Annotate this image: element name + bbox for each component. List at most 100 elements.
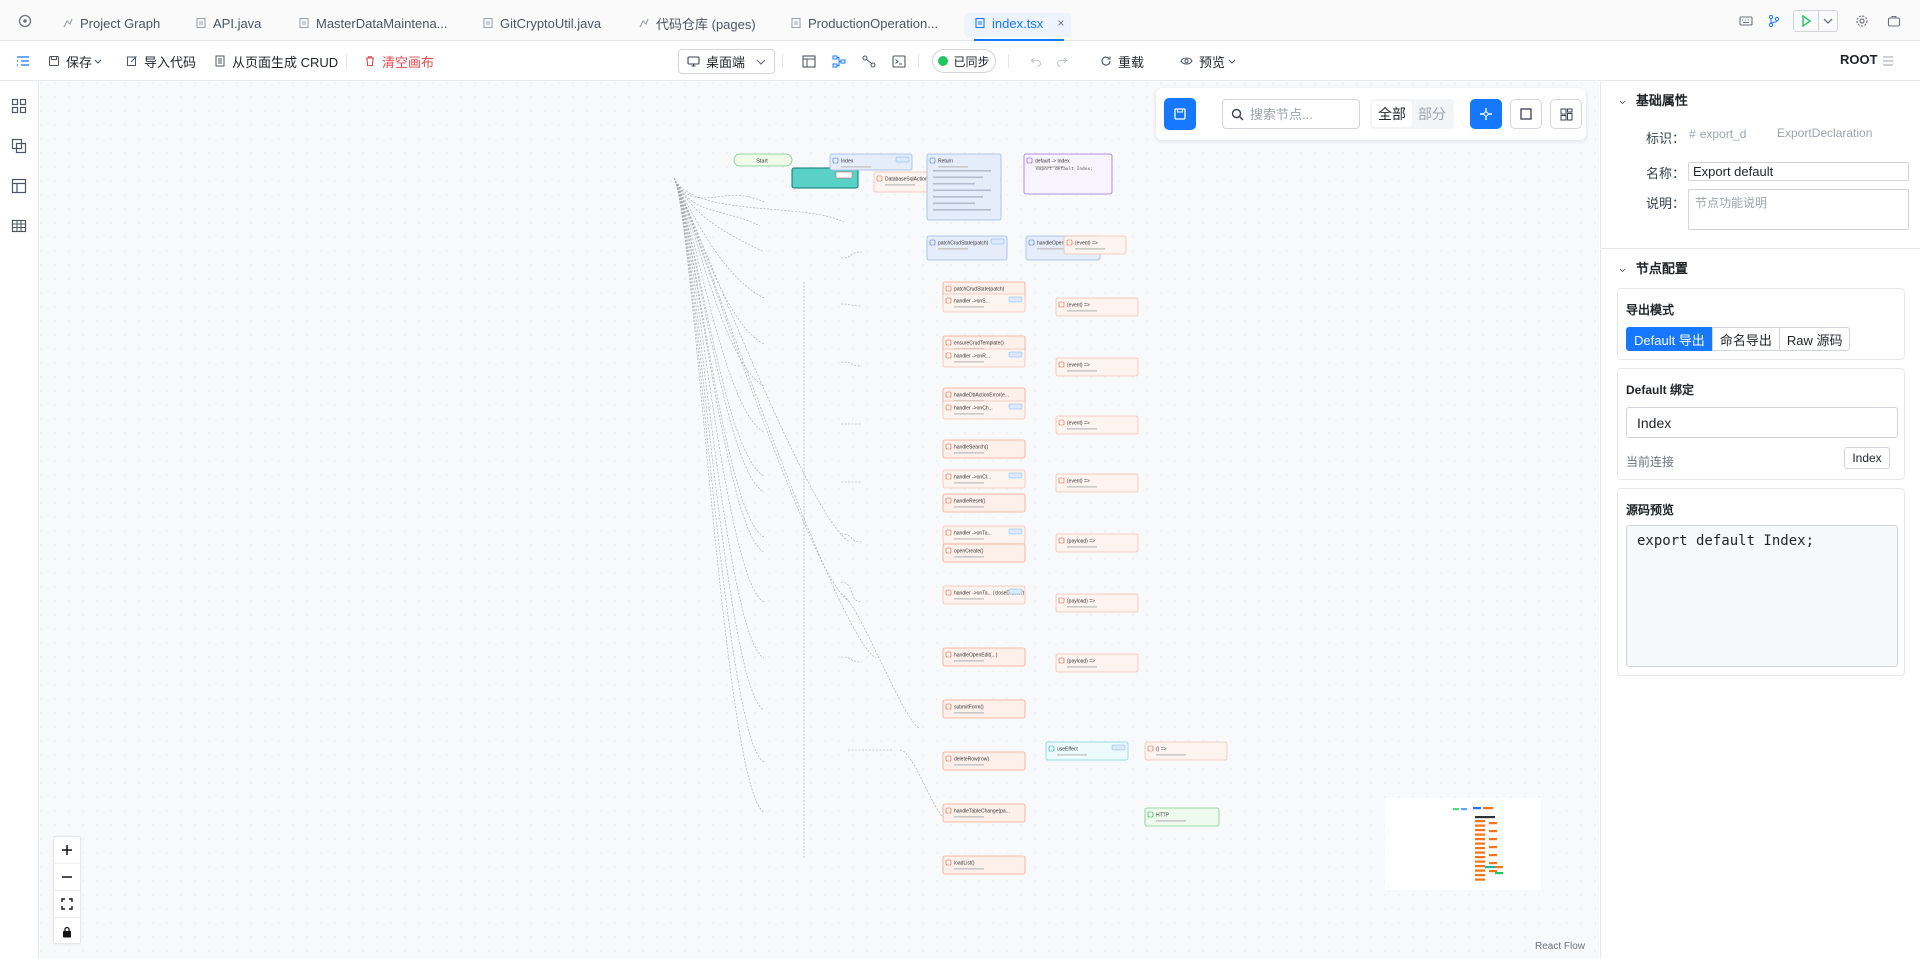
node-type-icon <box>832 157 839 164</box>
react-flow-attribution[interactable]: React Flow <box>1535 941 1586 952</box>
settings-icon[interactable] <box>1852 10 1872 32</box>
import-code-button[interactable]: 导入代码 <box>126 41 196 81</box>
tab-code-repo[interactable]: 代码仓库 (pages) <box>638 10 756 36</box>
chevron-down-icon[interactable] <box>1818 10 1838 32</box>
table-icon[interactable] <box>9 216 29 236</box>
components-icon[interactable] <box>9 96 29 116</box>
save-button[interactable]: 保存 <box>48 41 102 81</box>
node-load-list[interactable]: loadList() <box>942 855 1026 875</box>
node-callback-5[interactable]: (payload) => <box>1055 593 1139 613</box>
fit-view-button[interactable] <box>54 891 80 918</box>
node-handler-4[interactable]: handler ->onCl... <box>942 469 1026 489</box>
node-database-action[interactable]: DatabaseSqlAction <box>873 171 945 193</box>
tab-index-tsx[interactable]: index.tsx × <box>974 10 1065 41</box>
undo-icon[interactable] <box>1030 41 1042 81</box>
node-handler-5-label: handler ->onTa... <box>954 531 992 537</box>
node-return[interactable]: Return <box>926 153 1002 221</box>
current-connection-button[interactable]: Index <box>1844 447 1890 469</box>
clear-canvas-button[interactable]: 清空画布 <box>364 41 434 81</box>
node-submit-form[interactable]: submitForm() <box>942 699 1026 719</box>
export-mode-default[interactable]: Default 导出 <box>1626 327 1713 351</box>
tab-api-java[interactable]: API.java <box>195 10 261 36</box>
tab-project-graph[interactable]: Project Graph <box>62 10 160 36</box>
preview-button[interactable]: 预览 <box>1180 41 1236 81</box>
redo-icon[interactable] <box>1056 41 1068 81</box>
briefcase-icon[interactable] <box>1884 10 1904 32</box>
node-callback-4[interactable]: (payload) => <box>1055 533 1139 553</box>
panel-toggle-icon[interactable] <box>1882 41 1894 81</box>
node-search-input[interactable] <box>1250 106 1350 122</box>
git-branch-icon[interactable] <box>1764 10 1784 32</box>
export-mode-named[interactable]: 命名导出 <box>1711 327 1780 351</box>
tab-close-icon[interactable]: × <box>1057 16 1065 30</box>
node-selected[interactable] <box>791 167 859 189</box>
basic-props-header[interactable]: ⌄ 基础属性 <box>1617 90 1688 109</box>
frame-view-button[interactable] <box>1510 99 1542 129</box>
node-use-effect[interactable]: useEffect <box>1045 741 1129 761</box>
node-handler-6[interactable]: handler ->onTa... (closeDrawer) <box>942 585 1026 605</box>
filter-all-option[interactable]: 全部 <box>1372 101 1412 127</box>
layout-icon[interactable] <box>9 176 29 196</box>
save-graph-button[interactable] <box>1164 98 1196 130</box>
node-callback-2[interactable]: (event) => <box>1055 415 1139 435</box>
node-open-create[interactable]: openCreate() <box>942 543 1026 563</box>
node-callback-6[interactable]: (payload) => <box>1055 653 1139 673</box>
keyboard-icon[interactable] <box>1736 10 1756 32</box>
node-http[interactable]: HTTP <box>1144 807 1220 827</box>
minimap[interactable] <box>1385 798 1541 890</box>
node-event-row-0[interactable]: (event) => <box>1063 235 1127 255</box>
node-index[interactable]: Index <box>829 153 913 171</box>
node-handler-3[interactable]: handler ->onCh... <box>942 400 1026 420</box>
lock-button[interactable] <box>54 918 80 945</box>
layers-icon[interactable] <box>9 136 29 156</box>
center-view-button[interactable] <box>1470 99 1502 129</box>
node-subtitle-line <box>938 166 968 168</box>
reload-label: 重载 <box>1118 54 1145 70</box>
outline-toggle-icon[interactable] <box>16 41 30 81</box>
generate-crud-button[interactable]: 从页面生成 CRUD <box>214 41 338 81</box>
node-handle-table-change[interactable]: handleTableChange(pa... <box>942 803 1026 823</box>
node-type-icon <box>1026 157 1033 164</box>
node-use-state-1[interactable]: patchCrudState(patch) <box>926 235 1008 261</box>
tab-gitcryptoutil[interactable]: GitCryptoUtil.java <box>482 10 601 36</box>
node-delete-row[interactable]: deleteRow(row) <box>942 751 1026 771</box>
terminal-view-button[interactable] <box>888 50 910 72</box>
device-select[interactable]: 桌面端 <box>678 49 775 74</box>
edge-7 <box>673 177 765 493</box>
node-config-header[interactable]: ⌄ 节点配置 <box>1617 258 1688 277</box>
graph-view-button[interactable] <box>828 50 850 72</box>
source-code-preview[interactable]: export default Index; <box>1626 525 1898 667</box>
node-handler-2[interactable]: handler ->onR... <box>942 348 1026 368</box>
name-input[interactable]: Export default <box>1688 162 1909 181</box>
node-search[interactable] <box>1222 99 1360 129</box>
node-handle-search[interactable]: handleSearch() <box>942 439 1026 459</box>
logic-view-button[interactable] <box>858 50 880 72</box>
node-arrow-fn[interactable]: () => <box>1144 741 1228 761</box>
node-handle-reset[interactable]: handleReset() <box>942 493 1026 513</box>
desc-textarea[interactable]: 节点功能说明 <box>1688 189 1909 230</box>
export-mode-raw[interactable]: Raw 源码 <box>1778 327 1851 351</box>
node-handler-1[interactable]: handler ->onS... <box>942 293 1026 313</box>
node-handler-5[interactable]: handler ->onTa... <box>942 525 1026 545</box>
node-callback-0[interactable]: (event) => <box>1055 297 1139 317</box>
tab-masterdata[interactable]: MasterDataMaintena... <box>298 10 448 36</box>
layout-view-button[interactable] <box>798 50 820 72</box>
run-button[interactable] <box>1793 10 1819 32</box>
node-start[interactable]: Start <box>733 153 793 167</box>
auto-layout-button[interactable] <box>1550 99 1582 129</box>
zoom-out-button[interactable] <box>54 864 80 891</box>
default-binding-input[interactable]: Index <box>1626 407 1898 438</box>
flow-edges <box>673 177 951 858</box>
reload-button[interactable]: 重载 <box>1100 41 1144 81</box>
node-callback-1[interactable]: (event) => <box>1055 357 1139 377</box>
filter-partial-option[interactable]: 部分 <box>1418 106 1446 122</box>
node-return-label: Return <box>938 159 953 165</box>
zoom-in-button[interactable] <box>54 837 80 864</box>
node-handle-open-edit[interactable]: handleOpenEdit(...) <box>942 647 1026 667</box>
node-callback-3[interactable]: (event) => <box>1055 473 1139 493</box>
node-type-icon <box>1058 597 1065 604</box>
tab-productionoperation[interactable]: ProductionOperation... <box>790 10 938 36</box>
